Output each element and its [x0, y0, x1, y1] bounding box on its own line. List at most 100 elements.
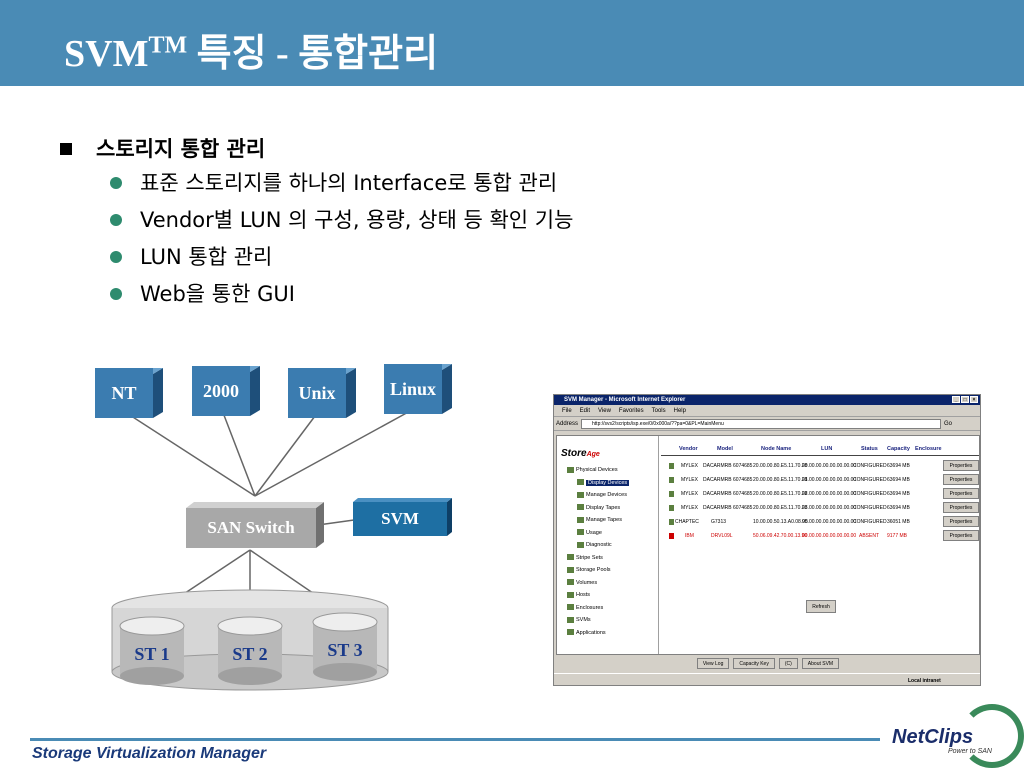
properties-button[interactable]: Properties: [943, 530, 979, 541]
address-input[interactable]: http://svs2/scripts/isp.exe/0/0x000a/??p…: [581, 418, 942, 429]
svm-icon: [567, 616, 574, 623]
zone-label: Local intranet: [908, 678, 941, 684]
menu-edit[interactable]: Edit: [579, 408, 591, 414]
bullet-list: 스토리지 통합 관리 표준 스토리지를 하나의 Interface로 통합 관리…: [60, 134, 573, 316]
storeage-logo: StoreAge: [561, 448, 600, 459]
bullet-item: 표준 스토리지를 하나의 Interface로 통합 관리: [60, 168, 573, 205]
table-header: Vendor Model Node Name LUN Status Capaci…: [661, 446, 979, 456]
go-button[interactable]: Go: [944, 420, 953, 427]
maximize-icon[interactable]: □: [961, 396, 969, 403]
usage-icon: [577, 529, 584, 536]
tree-item[interactable]: Stripe Sets: [567, 552, 629, 565]
os-box-2000: 2000: [192, 366, 250, 416]
disk-icon: [577, 479, 584, 486]
menu-file[interactable]: File: [562, 408, 572, 414]
enclosure-icon: [567, 604, 574, 611]
pool-icon: [567, 566, 574, 573]
tree-item[interactable]: Display Devices: [567, 477, 630, 490]
column-header: Enclosure: [915, 446, 942, 452]
menu-bar: File Edit View Favorites Tools Help: [554, 405, 980, 417]
netclips-tagline: Power to SAN: [948, 748, 992, 755]
column-header: Vendor: [679, 446, 698, 452]
tree-item[interactable]: Enclosures: [567, 602, 629, 615]
page-title: SVMTM 특징 - 통합관리: [64, 32, 439, 75]
error-icon: [669, 533, 674, 539]
menu-help[interactable]: Help: [673, 408, 686, 414]
bottom-toolbar: View Log Capacity Key (C) About SVM: [554, 655, 980, 671]
disk-icon: [577, 491, 584, 498]
diagram-lines: [95, 364, 452, 691]
refresh-button[interactable]: Refresh: [806, 600, 836, 613]
capacity-key-button[interactable]: Capacity Key: [733, 657, 775, 669]
column-header: Node Name: [761, 446, 792, 452]
column-header: Capacity: [887, 446, 910, 452]
device-table-pane: Vendor Model Node Name LUN Status Capaci…: [661, 436, 979, 654]
disk-icon: [669, 477, 674, 483]
column-header: Model: [717, 446, 733, 452]
application-icon: [567, 629, 574, 636]
address-label: Address: [556, 420, 579, 427]
about-svm-button[interactable]: About SVM: [801, 657, 840, 669]
disk-icon: [669, 505, 674, 511]
tree-item[interactable]: Usage: [567, 527, 629, 540]
tree-item[interactable]: Manage Devices: [567, 489, 629, 502]
window-title: SVM Manager - Microsoft Internet Explore…: [554, 395, 980, 405]
column-header: Status: [861, 446, 878, 452]
tree-item[interactable]: Hosts: [567, 589, 629, 602]
netclips-logo: NetClips: [892, 726, 974, 748]
tree-item[interactable]: Display Tapes: [567, 502, 629, 515]
tree-item[interactable]: Storage Pools: [567, 564, 629, 577]
tree-item[interactable]: Diagnostic: [567, 539, 629, 552]
close-icon[interactable]: ×: [970, 396, 978, 403]
os-box-linux: Linux: [384, 364, 442, 414]
minimize-icon[interactable]: _: [952, 396, 960, 403]
properties-button[interactable]: Properties: [943, 488, 979, 499]
address-bar: Address http://svs2/scripts/isp.exe/0/0x…: [554, 417, 980, 431]
storage-label-st2: ST 2: [232, 644, 268, 664]
view-log-button[interactable]: View Log: [696, 657, 730, 669]
disk-icon: [669, 463, 674, 469]
dot-bullet-icon: [110, 251, 122, 263]
footer-line: [30, 738, 880, 741]
tree-item[interactable]: Applications: [567, 627, 629, 640]
storage-label-st1: ST 1: [134, 644, 170, 664]
column-header: LUN: [821, 446, 833, 452]
copyright-button[interactable]: (C): [778, 657, 798, 669]
stripe-icon: [567, 554, 574, 561]
dot-bullet-icon: [110, 288, 122, 300]
footer-title: Storage Virtualization Manager: [32, 745, 267, 762]
bullet-item: LUN 통합 관리: [60, 242, 573, 279]
square-bullet-icon: [60, 143, 72, 155]
san-diagram: NT 2000 Unix Linux SAN Switch SVM ST 1 S…: [0, 340, 540, 710]
bullet-item: Vendor별 LUN 의 구성, 용량, 상태 등 확인 기능: [60, 205, 573, 242]
bullet-heading: 스토리지 통합 관리: [60, 134, 573, 168]
menu-view[interactable]: View: [598, 408, 611, 414]
svm-manager-window: SVM Manager - Microsoft Internet Explore…: [553, 394, 981, 686]
tree-item[interactable]: Manage Tapes: [567, 514, 629, 527]
tape-icon: [577, 504, 584, 511]
menu-tools[interactable]: Tools: [651, 408, 666, 414]
svm-box: SVM: [353, 502, 447, 536]
properties-button[interactable]: Properties: [943, 516, 979, 527]
host-icon: [567, 591, 574, 598]
tree-item[interactable]: Volumes: [567, 577, 629, 590]
os-box-nt: NT: [95, 368, 153, 418]
menu-favorites[interactable]: Favorites: [618, 408, 644, 414]
properties-button[interactable]: Properties: [943, 474, 979, 485]
diagnostic-icon: [577, 541, 584, 548]
tree-item[interactable]: Physical Devices: [567, 464, 629, 477]
status-bar: Local intranet: [554, 673, 980, 685]
tree-item[interactable]: SVMs: [567, 614, 629, 627]
disk-icon: [669, 519, 674, 525]
os-box-unix: Unix: [288, 368, 346, 418]
properties-button[interactable]: Properties: [943, 460, 979, 471]
disk-icon: [669, 491, 674, 497]
properties-button[interactable]: Properties: [943, 502, 979, 513]
volume-icon: [567, 579, 574, 586]
folder-icon: [567, 466, 574, 473]
